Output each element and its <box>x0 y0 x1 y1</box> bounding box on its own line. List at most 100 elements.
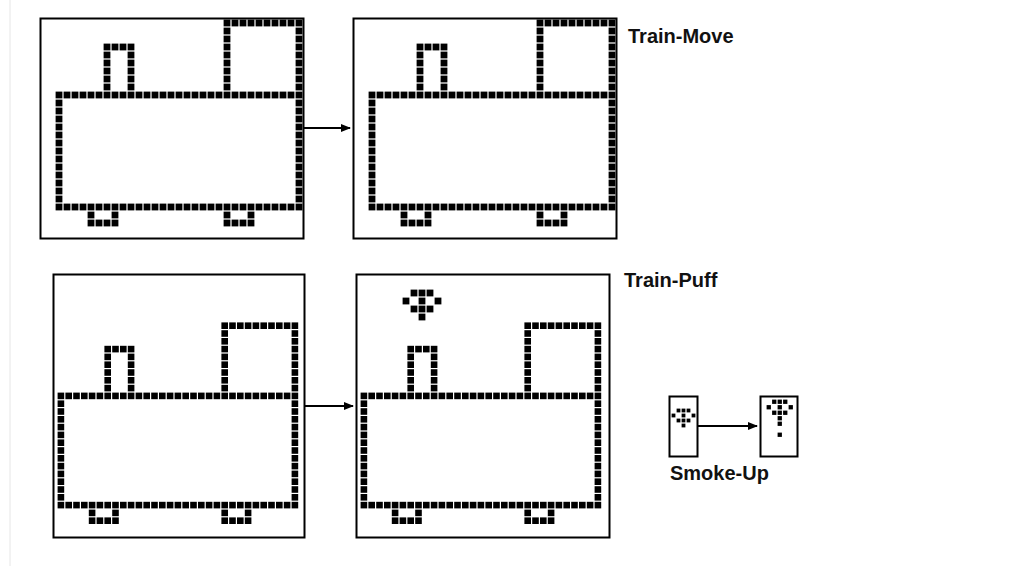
frame <box>357 275 610 538</box>
pixel <box>240 92 247 99</box>
pixel <box>609 28 616 35</box>
pixel <box>411 290 418 297</box>
pixel <box>524 338 531 345</box>
pixel <box>561 204 568 211</box>
frame <box>670 397 698 457</box>
pixel <box>425 204 432 211</box>
pixel <box>96 220 103 227</box>
pixel <box>88 220 95 227</box>
pixel <box>120 92 127 99</box>
pixel <box>545 20 552 27</box>
pixel <box>58 408 65 415</box>
pixel <box>577 92 584 99</box>
pixel <box>253 502 260 509</box>
pixel <box>192 204 199 211</box>
pixel <box>296 108 303 115</box>
pixel <box>89 517 96 524</box>
pixel <box>609 116 616 123</box>
pixel <box>449 204 456 211</box>
pixel <box>569 204 576 211</box>
pixel <box>128 385 135 392</box>
pixel <box>556 502 563 509</box>
pixel <box>778 400 782 404</box>
pixel <box>260 502 267 509</box>
pixel <box>96 204 103 211</box>
pixel <box>136 92 143 99</box>
pixel <box>401 220 408 227</box>
pixel <box>256 20 263 27</box>
pixel <box>489 204 496 211</box>
pixel <box>221 377 228 384</box>
pixel <box>88 204 95 211</box>
pixel <box>433 92 440 99</box>
pixel <box>198 393 205 400</box>
pixel <box>112 212 119 219</box>
pixel <box>595 338 602 345</box>
pixel <box>81 502 88 509</box>
pixel <box>385 204 392 211</box>
pixel <box>433 44 440 51</box>
pixel <box>392 517 399 524</box>
pixel <box>221 322 228 329</box>
pixel <box>470 393 477 400</box>
pixel <box>58 471 65 478</box>
pixel <box>427 290 434 297</box>
pixel <box>609 140 616 147</box>
pixel <box>296 188 303 195</box>
pixel <box>609 52 616 59</box>
pixel <box>485 502 492 509</box>
pixel <box>296 156 303 163</box>
pixel <box>517 393 524 400</box>
pixel <box>431 393 438 400</box>
pixel <box>104 354 111 361</box>
pixel <box>369 204 376 211</box>
pixel <box>609 108 616 115</box>
pixel <box>369 196 376 203</box>
pixel <box>56 204 63 211</box>
pixel <box>128 52 135 59</box>
pixel <box>579 322 586 329</box>
pixel <box>112 44 119 51</box>
pixel <box>128 60 135 67</box>
pixel <box>167 393 174 400</box>
pixel <box>144 204 151 211</box>
pixel <box>128 44 135 51</box>
pixel <box>548 502 555 509</box>
pixel <box>143 393 150 400</box>
pixel <box>431 369 438 376</box>
pixel <box>407 377 414 384</box>
pixel <box>593 204 600 211</box>
pixel <box>441 92 448 99</box>
pixel <box>245 502 252 509</box>
pixel <box>72 204 79 211</box>
pixel <box>296 92 303 99</box>
pixel <box>152 92 159 99</box>
pixel <box>493 393 500 400</box>
pixel <box>524 385 531 392</box>
pixel <box>245 322 252 329</box>
pixel <box>609 156 616 163</box>
pixel <box>361 408 368 415</box>
pixel <box>369 116 376 123</box>
pixel <box>441 204 448 211</box>
pixel <box>272 92 279 99</box>
pixel <box>687 409 691 413</box>
pixel <box>417 204 424 211</box>
pixel <box>595 369 602 376</box>
pixel <box>585 20 592 27</box>
pixel <box>609 60 616 67</box>
pixel <box>175 502 182 509</box>
pixel <box>104 76 111 83</box>
pixel <box>521 204 528 211</box>
pixel <box>505 92 512 99</box>
pixel <box>368 393 375 400</box>
pixel <box>292 322 299 329</box>
pixel <box>595 432 602 439</box>
pixel <box>548 393 555 400</box>
pixel <box>427 306 434 313</box>
pixel <box>682 419 686 423</box>
pixel <box>609 180 616 187</box>
pixel <box>595 400 602 407</box>
pixel <box>369 172 376 179</box>
pixel <box>58 494 65 501</box>
